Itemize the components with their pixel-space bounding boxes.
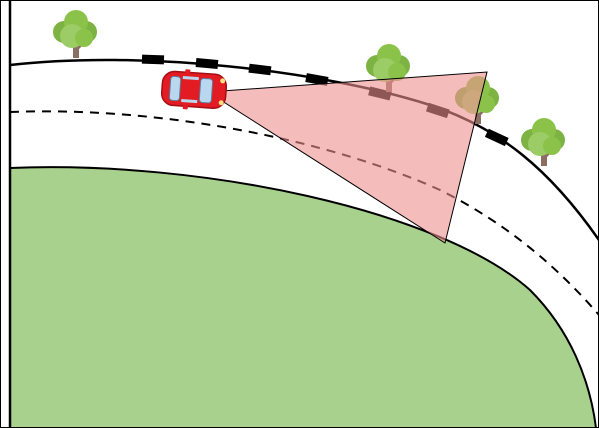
tree xyxy=(521,118,565,166)
sensor-field-of-view xyxy=(206,71,488,244)
grass-field xyxy=(9,166,598,428)
barrier xyxy=(305,73,329,86)
tree xyxy=(53,10,97,58)
barrier xyxy=(195,58,219,69)
barrier xyxy=(248,63,272,76)
barrier xyxy=(141,54,165,65)
car xyxy=(160,69,228,110)
barrier xyxy=(484,128,509,147)
